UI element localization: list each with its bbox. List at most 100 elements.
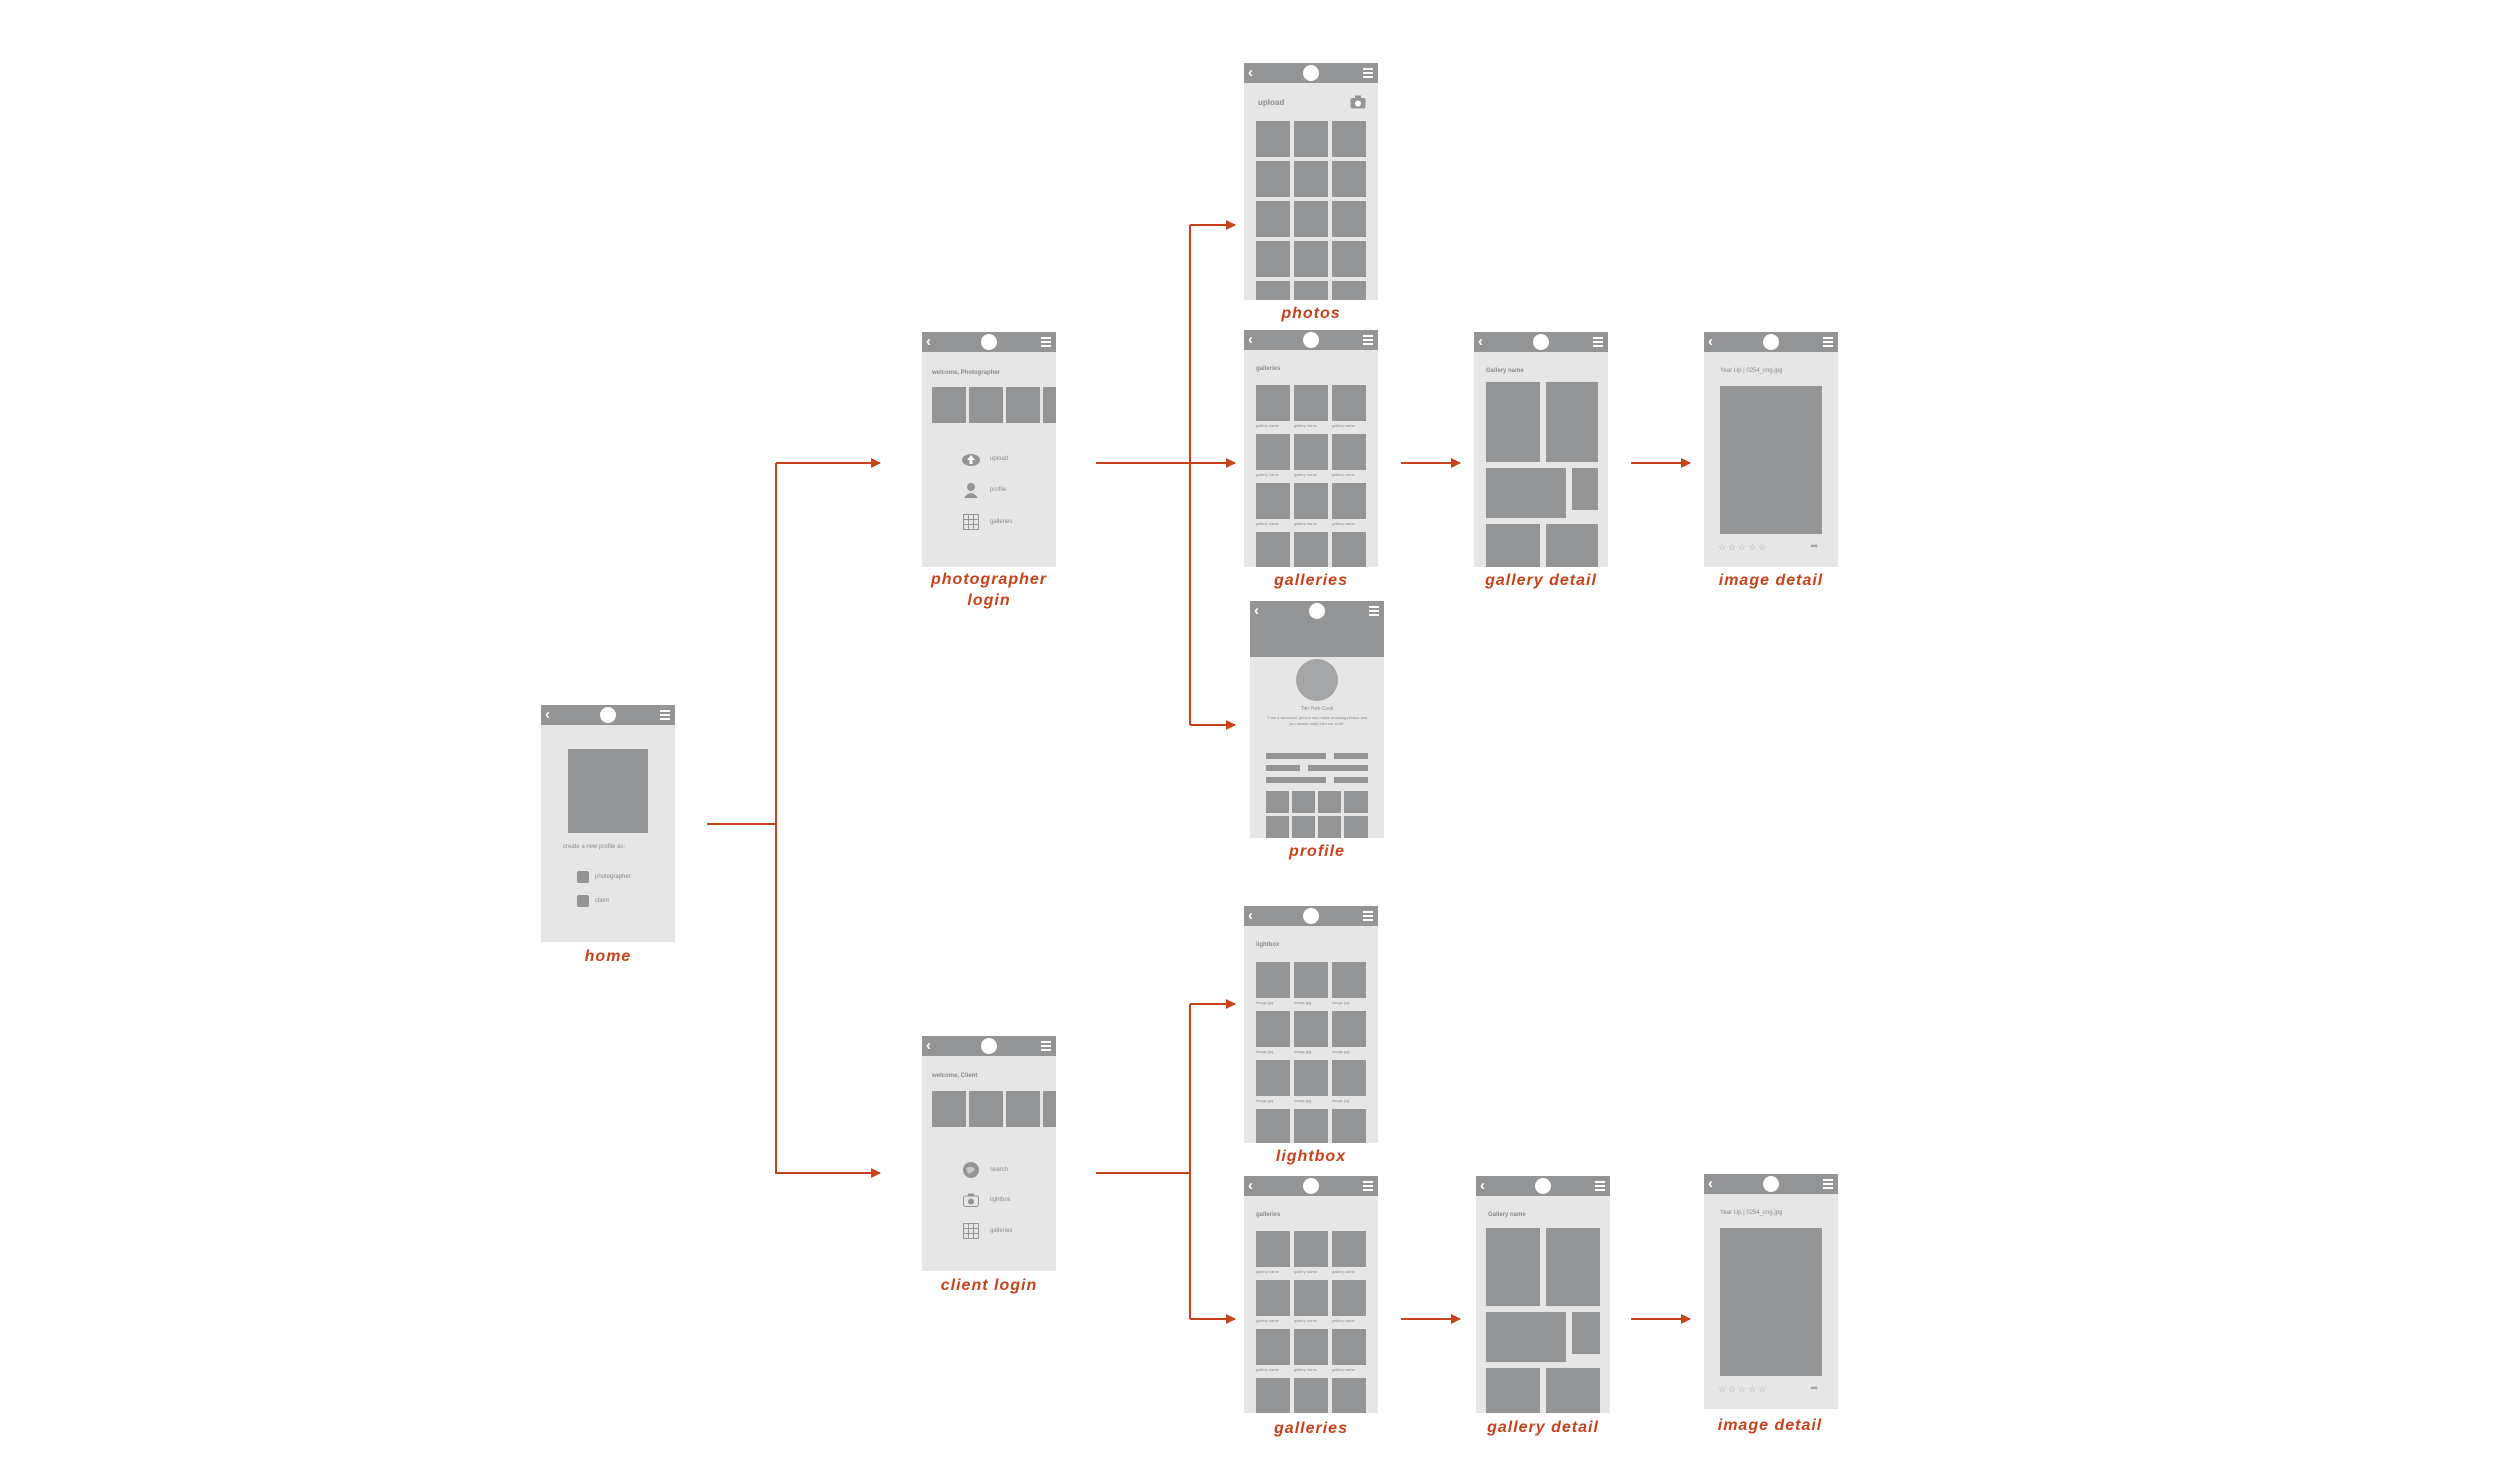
photo-tile[interactable] <box>1294 281 1328 300</box>
portfolio-tile[interactable] <box>1318 791 1341 813</box>
back-icon[interactable]: ‹ <box>545 706 550 723</box>
menu-galleries[interactable]: galleries <box>990 519 1013 525</box>
photo-tile[interactable] <box>1294 201 1328 237</box>
menu-profile[interactable]: profile <box>990 487 1007 493</box>
menu-upload[interactable]: upload <box>990 456 1009 462</box>
client-checkbox[interactable] <box>577 895 589 907</box>
photo-tile[interactable] <box>1294 241 1328 277</box>
photo-tile[interactable] <box>1332 281 1366 300</box>
photo-tile[interactable] <box>1256 241 1290 277</box>
gallery-tile[interactable] <box>1256 483 1290 519</box>
menu-icon[interactable] <box>1363 68 1373 78</box>
menu-icon[interactable] <box>1041 1041 1051 1051</box>
back-icon[interactable]: ‹ <box>1478 333 1483 350</box>
menu-icon[interactable] <box>1593 337 1603 347</box>
lightbox-tile[interactable] <box>1332 962 1366 998</box>
menu-icon[interactable] <box>1363 911 1373 921</box>
menu-icon[interactable] <box>1041 337 1051 347</box>
gallery-tile[interactable] <box>1256 1329 1290 1365</box>
lightbox-tile[interactable] <box>1294 1109 1328 1143</box>
lightbox-tile[interactable] <box>1294 1060 1328 1096</box>
back-icon[interactable]: ‹ <box>1708 1175 1713 1192</box>
gallery-tile[interactable] <box>1332 1280 1366 1316</box>
mosaic-tile[interactable] <box>1486 468 1566 518</box>
portfolio-tile[interactable] <box>1344 816 1368 838</box>
rating-stars[interactable]: ☆☆☆☆☆ <box>1718 542 1769 552</box>
portfolio-tile[interactable] <box>1318 816 1341 838</box>
mosaic-tile[interactable] <box>1486 1312 1566 1362</box>
lightbox-tile[interactable] <box>1332 1011 1366 1047</box>
gallery-tile[interactable] <box>1256 385 1290 421</box>
gallery-tile[interactable] <box>1332 532 1366 567</box>
lightbox-tile[interactable] <box>1294 1011 1328 1047</box>
menu-search[interactable]: search <box>990 1167 1009 1173</box>
portfolio-tile[interactable] <box>1266 791 1289 813</box>
mosaic-tile[interactable] <box>1546 1228 1600 1306</box>
mosaic-tile[interactable] <box>1572 468 1598 510</box>
back-icon[interactable]: ‹ <box>926 1037 931 1054</box>
photographer-checkbox[interactable] <box>577 871 589 883</box>
photo-tile[interactable] <box>1332 241 1366 277</box>
mosaic-tile[interactable] <box>1486 1368 1540 1413</box>
menu-icon[interactable] <box>1595 1181 1605 1191</box>
lightbox-tile[interactable] <box>1256 1011 1290 1047</box>
gallery-tile[interactable] <box>1332 483 1366 519</box>
portfolio-tile[interactable] <box>1266 816 1289 838</box>
gallery-tile[interactable] <box>1332 1329 1366 1365</box>
menu-icon[interactable] <box>660 710 670 720</box>
menu-icon[interactable] <box>1823 1179 1833 1189</box>
menu-icon[interactable] <box>1369 606 1379 616</box>
gallery-tile[interactable] <box>1294 1280 1328 1316</box>
portfolio-tile[interactable] <box>1344 791 1368 813</box>
mosaic-tile[interactable] <box>1486 382 1540 462</box>
menu-lightbox[interactable]: lightbox <box>990 1197 1011 1203</box>
photo-tile[interactable] <box>1294 161 1328 197</box>
mosaic-tile[interactable] <box>1572 1312 1600 1354</box>
gallery-tile[interactable] <box>1332 1378 1366 1413</box>
lightbox-tile[interactable] <box>1332 1109 1366 1143</box>
gallery-tile[interactable] <box>1256 1378 1290 1413</box>
back-icon[interactable]: ‹ <box>1254 602 1259 619</box>
photo-tile[interactable] <box>1256 121 1290 157</box>
gallery-tile[interactable] <box>1294 483 1328 519</box>
back-icon[interactable]: ‹ <box>1248 331 1253 348</box>
back-icon[interactable]: ‹ <box>1248 1177 1253 1194</box>
photo-tile[interactable] <box>1256 201 1290 237</box>
gallery-tile[interactable] <box>1294 1329 1328 1365</box>
lightbox-tile[interactable] <box>1294 962 1328 998</box>
mosaic-tile[interactable] <box>1546 382 1598 462</box>
menu-icon[interactable] <box>1363 1181 1373 1191</box>
mosaic-tile[interactable] <box>1486 524 1540 567</box>
back-icon[interactable]: ‹ <box>926 333 931 350</box>
mosaic-tile[interactable] <box>1546 524 1598 567</box>
gallery-tile[interactable] <box>1294 532 1328 567</box>
back-icon[interactable]: ‹ <box>1708 333 1713 350</box>
back-icon[interactable]: ‹ <box>1248 64 1253 81</box>
portfolio-tile[interactable] <box>1292 816 1315 838</box>
gallery-tile[interactable] <box>1256 532 1290 567</box>
lightbox-tile[interactable] <box>1256 962 1290 998</box>
portfolio-tile[interactable] <box>1292 791 1315 813</box>
gallery-tile[interactable] <box>1294 1231 1328 1267</box>
photo-tile[interactable] <box>1332 201 1366 237</box>
gallery-tile[interactable] <box>1294 385 1328 421</box>
gallery-tile[interactable] <box>1332 434 1366 470</box>
photo-tile[interactable] <box>1256 281 1290 300</box>
lightbox-tile[interactable] <box>1332 1060 1366 1096</box>
mosaic-tile[interactable] <box>1546 1368 1600 1413</box>
share-icon[interactable]: ➦ <box>1810 541 1819 552</box>
photo-tile[interactable] <box>1332 121 1366 157</box>
gallery-tile[interactable] <box>1256 434 1290 470</box>
gallery-tile[interactable] <box>1256 1280 1290 1316</box>
menu-icon[interactable] <box>1363 335 1373 345</box>
lightbox-tile[interactable] <box>1256 1060 1290 1096</box>
gallery-tile[interactable] <box>1332 1231 1366 1267</box>
back-icon[interactable]: ‹ <box>1248 907 1253 924</box>
share-icon[interactable]: ➦ <box>1810 1383 1819 1394</box>
photo-tile[interactable] <box>1256 161 1290 197</box>
camera-icon[interactable] <box>1350 95 1366 109</box>
gallery-tile[interactable] <box>1294 1378 1328 1413</box>
mosaic-tile[interactable] <box>1486 1228 1540 1306</box>
gallery-tile[interactable] <box>1256 1231 1290 1267</box>
menu-galleries[interactable]: galleries <box>990 1228 1013 1234</box>
